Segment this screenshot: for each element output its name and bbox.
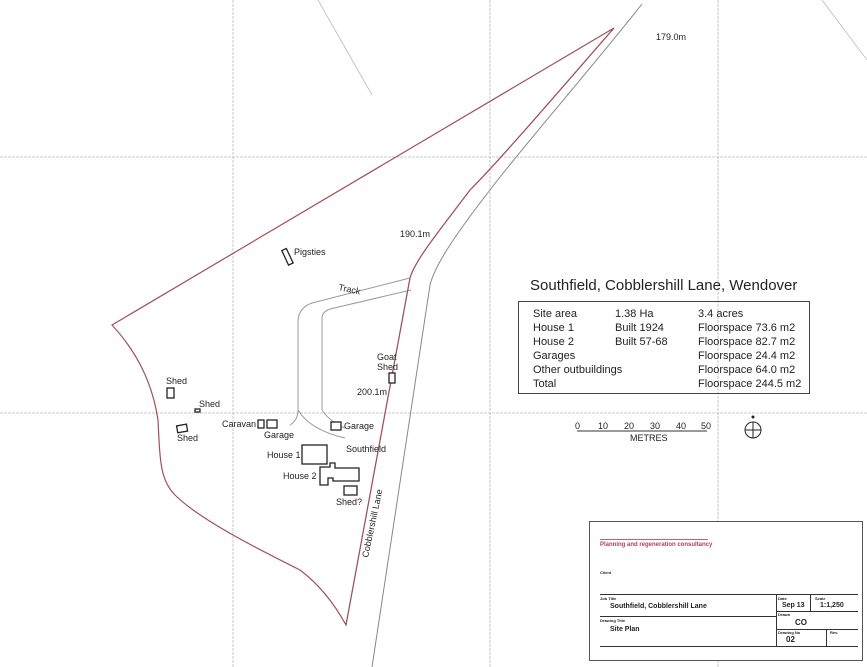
pigsties-building	[280, 247, 294, 266]
scale-bar: 0 10 20 30 40 50 METRES	[575, 421, 711, 443]
divider	[810, 594, 811, 611]
date-value: Sep 13	[782, 602, 805, 609]
garage-label: Garage	[264, 430, 294, 440]
buildings	[166, 247, 396, 496]
north-point-icon	[744, 415, 762, 439]
client-label: Client	[600, 570, 612, 575]
house-2-building	[319, 462, 360, 486]
scale-tick: 40	[676, 421, 686, 431]
scale-tick: 10	[598, 421, 608, 431]
spot-height: 190.1m	[400, 229, 430, 239]
goat-shed-label: Goat	[377, 352, 397, 362]
garage-label: Garage	[344, 421, 374, 431]
divider	[826, 629, 827, 646]
goat-shed-label: Shed	[377, 362, 398, 372]
divider	[600, 594, 858, 595]
track	[289, 277, 412, 439]
spot-height: 179.0m	[656, 32, 686, 42]
divider	[776, 611, 858, 612]
scale-value: 1:1,250	[820, 602, 844, 609]
shed-label: Shed?	[336, 497, 362, 507]
drawn-value: CO	[795, 618, 807, 627]
shed-building	[175, 423, 189, 434]
site-boundary	[111, 27, 615, 627]
shed-label: Shed	[166, 376, 187, 386]
title-block: Planning and regeneration consultancy Cl…	[589, 521, 863, 661]
divider	[600, 646, 858, 647]
scale-unit: METRES	[630, 433, 668, 443]
rev-label: Rev.	[830, 630, 839, 635]
garage-building	[266, 419, 278, 429]
house-2-label: House 2	[283, 471, 317, 481]
caravan-building	[257, 419, 265, 429]
house-1-label: House 1	[267, 450, 301, 460]
drawing-title: Site Plan	[610, 626, 640, 633]
shed-building	[194, 408, 201, 413]
site-title: Southfield, Cobblershill Lane, Wendover	[530, 277, 798, 294]
drawing-title-label: Drawing Title	[600, 618, 626, 623]
garage-building	[330, 421, 342, 431]
drawing-no-value: 02	[786, 635, 795, 644]
shed-building	[166, 387, 175, 399]
firm-name: Planning and regeneration consultancy	[600, 542, 713, 548]
lane-label: Cobblershill Lane	[360, 488, 384, 558]
divider	[600, 616, 776, 617]
scale-label: Scale	[815, 596, 826, 601]
goat-shed-building	[388, 372, 396, 384]
drawing-no-label: Drawing No	[778, 630, 801, 635]
divider	[600, 539, 708, 540]
southfield-label: Southfield	[346, 444, 386, 454]
house-1-building	[301, 444, 328, 465]
scale-tick: 30	[650, 421, 660, 431]
job-title: Southfield, Cobblershill Lane	[610, 603, 707, 610]
divider	[776, 629, 858, 630]
scale-tick: 0	[575, 421, 580, 431]
track-label: Track	[338, 282, 362, 296]
job-title-label: Job Title	[600, 596, 617, 601]
spot-height: 200.1m	[357, 387, 387, 397]
drawn-label: Drawn	[778, 612, 791, 617]
scale-tick: 50	[701, 421, 711, 431]
date-label: Date	[778, 596, 787, 601]
shed-label: Shed	[177, 433, 198, 443]
divider	[776, 594, 777, 646]
shed-label: Shed	[199, 399, 220, 409]
scale-tick: 20	[624, 421, 634, 431]
caravan-label: Caravan	[222, 419, 256, 429]
shed-building	[343, 485, 358, 496]
pigsties-label: Pigsties	[294, 247, 326, 257]
